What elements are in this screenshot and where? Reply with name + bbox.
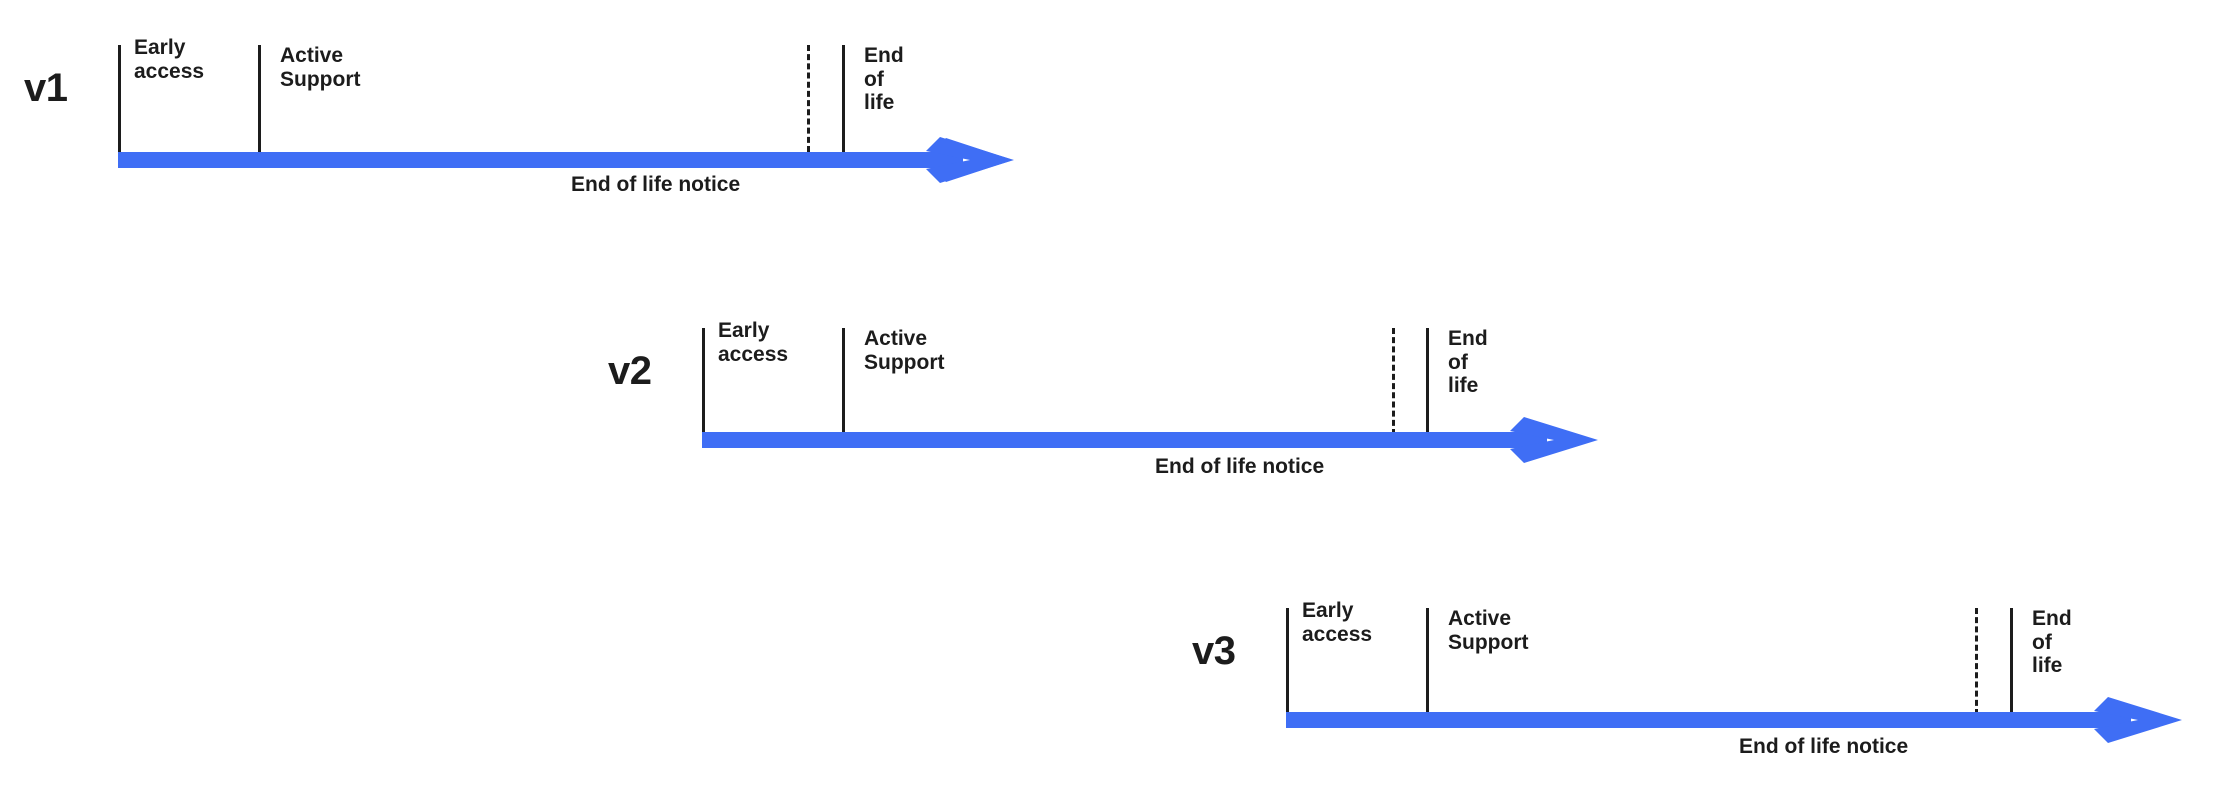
phase-label-end-of-life-v3: End of life bbox=[2032, 607, 2072, 678]
phase-divider-early-access-start-v1 bbox=[118, 45, 121, 152]
timeline-arrow-v2 bbox=[702, 417, 1598, 463]
phase-divider-end-of-life-start-v1 bbox=[842, 45, 845, 152]
phase-label-early-access-v2: Early access bbox=[718, 319, 789, 366]
notice-divider-v3 bbox=[1975, 608, 1978, 715]
notice-divider-v1 bbox=[807, 45, 810, 152]
phase-label-active-support-v1: Active Support bbox=[280, 44, 361, 91]
phase-label-active-support-v2: Active Support bbox=[864, 327, 945, 374]
version-label-v3: v3 bbox=[1192, 629, 1236, 673]
timeline-arrow-v3 bbox=[1286, 697, 2182, 743]
timeline-arrow-v1 bbox=[118, 137, 1014, 183]
phase-label-end-of-life-v1: End of life bbox=[864, 44, 904, 115]
phase-divider-active-support-start-v3 bbox=[1426, 608, 1429, 715]
notice-divider-v2 bbox=[1392, 328, 1395, 435]
phase-label-active-support-v3: Active Support bbox=[1448, 607, 1529, 654]
phase-divider-early-access-start-v3 bbox=[1286, 608, 1289, 715]
notice-caption-v2: End of life notice bbox=[1155, 455, 1325, 478]
version-label-v1: v1 bbox=[24, 66, 68, 110]
phase-label-early-access-v1: Early access bbox=[134, 36, 205, 83]
version-label-v2: v2 bbox=[608, 349, 652, 393]
phase-divider-early-access-start-v2 bbox=[702, 328, 705, 435]
notice-caption-v1: End of life notice bbox=[571, 173, 741, 196]
phase-divider-end-of-life-start-v2 bbox=[1426, 328, 1429, 435]
phase-label-early-access-v3: Early access bbox=[1302, 599, 1373, 646]
notice-caption-v3: End of life notice bbox=[1739, 735, 1909, 758]
phase-label-end-of-life-v2: End of life bbox=[1448, 327, 1488, 398]
phase-divider-end-of-life-start-v3 bbox=[2010, 608, 2013, 715]
phase-divider-active-support-start-v2 bbox=[842, 328, 845, 435]
phase-divider-active-support-start-v1 bbox=[258, 45, 261, 152]
